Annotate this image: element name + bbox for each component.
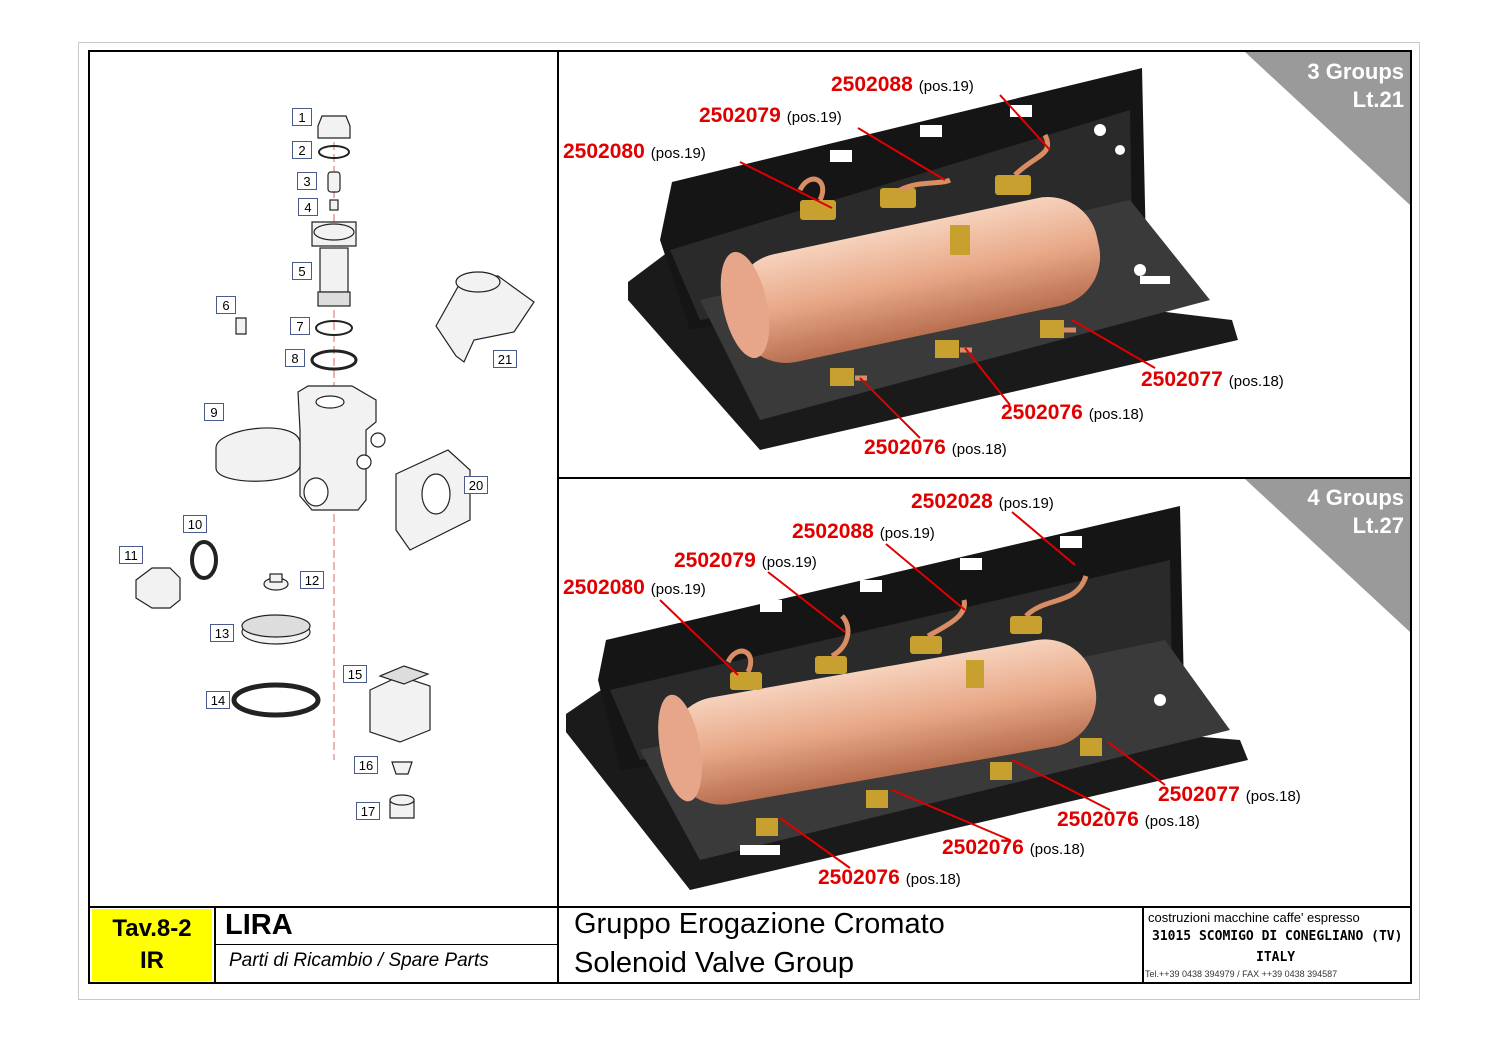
callout-top-2502077: 2502077(pos.18) <box>1141 368 1284 391</box>
callout-top-2502088: 2502088(pos.19) <box>831 73 974 96</box>
tb-divider-1 <box>214 906 216 984</box>
part-number-9: 9 <box>204 403 224 421</box>
part-number-12: 12 <box>300 571 324 589</box>
table-number-box: Tav.8-2 IR <box>92 909 212 981</box>
callout-bottom-2502076-c: 2502076(pos.18) <box>818 866 961 889</box>
drawing-sheet <box>88 50 1412 984</box>
table-sub: IR <box>140 947 164 974</box>
part-number-17: 17 <box>356 802 380 820</box>
part-number-8: 8 <box>285 349 305 367</box>
part-number-20: 20 <box>464 476 488 494</box>
tb-divider-3 <box>214 944 558 945</box>
company-contacts: Tel.++39 0438 394979 / FAX ++39 0438 394… <box>1145 969 1338 979</box>
table-number: Tav.8-2 <box>112 915 192 942</box>
title-italian: Gruppo Erogazione Cromato <box>574 908 945 940</box>
callout-bottom-2502088: 2502088(pos.19) <box>792 520 935 543</box>
part-number-2: 2 <box>292 141 312 159</box>
company-line: costruzioni macchine caffe' espresso <box>1148 910 1360 925</box>
part-number-6: 6 <box>216 296 236 314</box>
part-number-5: 5 <box>292 262 312 280</box>
divider-titleblock <box>88 906 1412 908</box>
divider-vertical <box>557 50 559 984</box>
tb-divider-2 <box>1142 906 1144 984</box>
spare-parts-subtitle: Parti di Ricambio / Spare Parts <box>229 950 489 971</box>
part-number-14: 14 <box>206 691 230 709</box>
corner-badge-bottom <box>1245 479 1410 632</box>
frame-3-groups <box>628 68 1238 450</box>
part-number-1: 1 <box>292 108 312 126</box>
part-number-11: 11 <box>119 546 143 564</box>
callout-bottom-2502028: 2502028(pos.19) <box>911 490 1054 513</box>
part-number-15: 15 <box>343 665 367 683</box>
callout-top-2502076-b: 2502076(pos.18) <box>864 436 1007 459</box>
part-number-7: 7 <box>290 317 310 335</box>
part-number-13: 13 <box>210 624 234 642</box>
callout-bottom-2502077: 2502077(pos.18) <box>1158 783 1301 806</box>
page-border <box>78 42 1420 1000</box>
part-number-16: 16 <box>354 756 378 774</box>
part-number-21: 21 <box>493 350 517 368</box>
groups-label-top: 3 Groups Lt.21 <box>1307 59 1404 112</box>
company-country: ITALY <box>1256 950 1296 965</box>
callout-bottom-2502079: 2502079(pos.19) <box>674 549 817 572</box>
company-address: 31015 SCOMIGO DI CONEGLIANO (TV) <box>1152 929 1403 944</box>
title-english: Solenoid Valve Group <box>574 947 854 979</box>
frame-4-groups <box>566 506 1248 890</box>
part-number-3: 3 <box>297 172 317 190</box>
callout-top-2502079: 2502079(pos.19) <box>699 104 842 127</box>
part-number-10: 10 <box>183 515 207 533</box>
callout-bottom-2502080: 2502080(pos.19) <box>563 576 706 599</box>
callout-top-2502076-a: 2502076(pos.18) <box>1001 401 1144 424</box>
part-number-4: 4 <box>298 198 318 216</box>
callout-bottom-2502076-b: 2502076(pos.18) <box>942 836 1085 859</box>
callout-bottom-2502076-a: 2502076(pos.18) <box>1057 808 1200 831</box>
callout-top-2502080: 2502080(pos.19) <box>563 140 706 163</box>
corner-badge-top <box>1245 52 1410 205</box>
model-name: LIRA <box>225 909 293 941</box>
divider-panels <box>557 477 1412 479</box>
groups-label-bottom: 4 Groups Lt.27 <box>1307 485 1404 538</box>
